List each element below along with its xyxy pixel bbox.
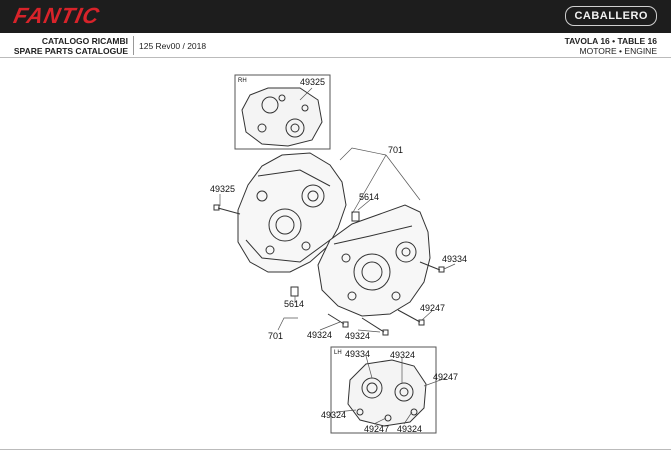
brand-logo: FANTIC <box>11 3 103 28</box>
part-label: 49325 <box>300 77 325 87</box>
catalog-title-en: SPARE PARTS CATALOGUE <box>13 46 128 56</box>
part-label: 5614 <box>359 192 379 202</box>
section-name: MOTORE • ENGINE <box>579 46 657 56</box>
part-label: 49247 <box>364 424 389 434</box>
rh-inset-tag: RH <box>238 78 247 84</box>
part-label: 49324 <box>307 330 332 340</box>
part-label: 49324 <box>321 410 346 420</box>
part-label: 49325 <box>210 184 235 194</box>
catalog-subheader: CATALOGO RICAMBI SPARE PARTS CATALOGUE 1… <box>0 33 671 58</box>
footer-rule <box>0 449 671 450</box>
part-label: 49247 <box>420 303 445 313</box>
revision-label: 125 Rev00 / 2018 <box>139 41 207 51</box>
table-number: TAVOLA 16 • TABLE 16 <box>564 36 657 46</box>
part-label: 49324 <box>345 331 370 341</box>
catalog-title-it: CATALOGO RICAMBI <box>41 36 128 46</box>
part-label: 49324 <box>390 350 415 360</box>
lh-inset <box>330 346 437 434</box>
part-label: 701 <box>388 145 403 155</box>
part-label: 701 <box>268 331 283 341</box>
part-label: 49324 <box>397 424 422 434</box>
leader-lines <box>219 87 456 425</box>
lh-inset-tag: LH <box>334 350 342 356</box>
catalog-title: CATALOGO RICAMBI SPARE PARTS CATALOGUE <box>14 36 128 56</box>
part-label: 49334 <box>345 349 370 359</box>
exploded-parts-diagram: RH LH 49325 701 49325 5614 49334 49247 5… <box>210 74 467 434</box>
model-logo: CABALLERO <box>565 6 657 26</box>
header-bar: FANTIC CABALLERO <box>0 0 671 33</box>
crankcase-right <box>237 152 347 273</box>
rh-inset <box>234 74 331 150</box>
part-label: 49334 <box>442 254 467 264</box>
table-reference: TAVOLA 16 • TABLE 16 MOTORE • ENGINE <box>565 36 657 56</box>
part-label: 5614 <box>284 299 304 309</box>
fasteners <box>213 204 445 336</box>
part-label: 49247 <box>433 372 458 382</box>
crankcase-left <box>317 204 431 317</box>
header-divider <box>133 36 134 55</box>
